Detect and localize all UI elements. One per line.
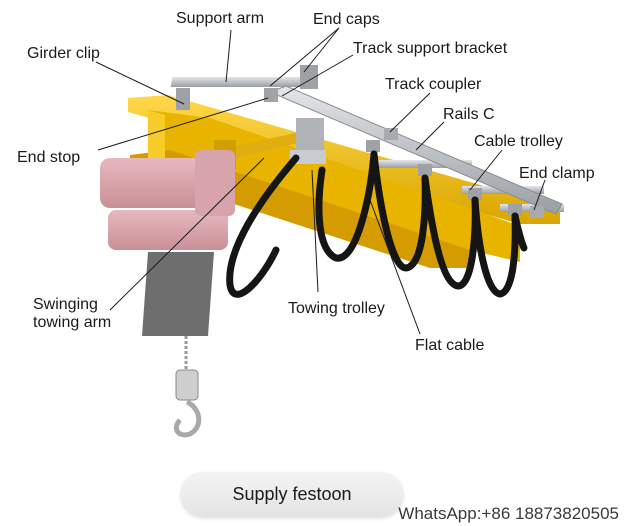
leader-lines <box>95 27 546 335</box>
label-track-support-bracket: Track support bracket <box>353 40 508 57</box>
track-coupler <box>384 128 398 140</box>
label-end-stop: End stop <box>17 149 81 166</box>
label-rails-c: Rails C <box>443 106 495 123</box>
label-support-arm: Support arm <box>176 10 265 27</box>
caption-pill: Supply festoon <box>181 472 403 516</box>
label-swinging-towing-arm-line2: towing arm <box>33 314 112 331</box>
label-end-caps: End caps <box>313 11 380 28</box>
towing-trolley-body <box>296 118 324 152</box>
end-stop <box>264 88 278 102</box>
flat-cable <box>226 150 528 298</box>
label-cable-trolley: Cable trolley <box>474 133 563 150</box>
label-track-coupler: Track coupler <box>385 76 482 93</box>
label-swinging-towing-arm-line1: Swinging <box>33 296 98 313</box>
label-girder-clip: Girder clip <box>27 45 100 62</box>
hoist <box>100 150 235 438</box>
hook <box>173 399 202 438</box>
chain-bag <box>142 252 214 336</box>
label-towing-trolley: Towing trolley <box>288 300 385 317</box>
label-end-clamp: End clamp <box>519 165 595 182</box>
whatsapp-contact: WhatsApp:+86 18873820505 <box>398 504 619 523</box>
label-swinging-towing-arm: Swinging towing arm <box>33 296 143 332</box>
end-clamp-block <box>530 206 544 218</box>
label-flat-cable: Flat cable <box>415 337 485 354</box>
